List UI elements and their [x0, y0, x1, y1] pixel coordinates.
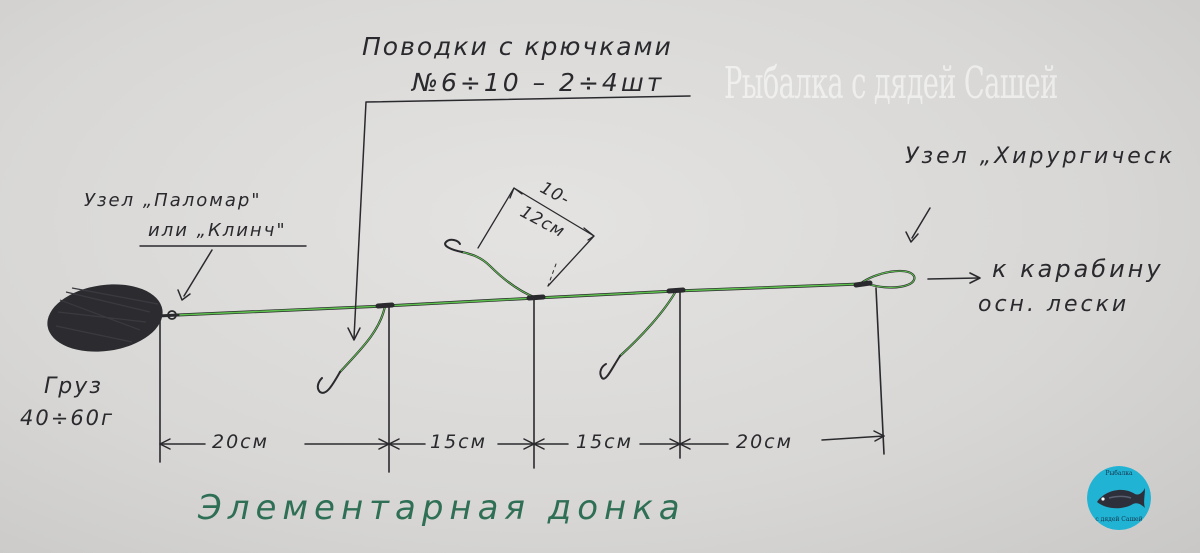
hooks-label-line1: Поводки с крючками [362, 32, 673, 61]
hooks-label-line2: №6÷10 – 2÷4шт [412, 68, 665, 97]
carabiner-arrow [927, 277, 979, 280]
channel-logo: Рыбалка с дядей Сашей [1087, 466, 1151, 530]
knot-2 [526, 294, 546, 301]
leader-length-line [477, 187, 595, 287]
distance-label-3: 15см [576, 431, 633, 453]
watermark: Рыбалка с дядей Сашей [724, 58, 1058, 109]
dim-line-4b [821, 435, 885, 441]
weight-eye [167, 310, 177, 320]
weight-label-line2: 40÷60г [20, 406, 115, 430]
knot-left-label-line2: или „Клинч" [148, 220, 287, 241]
tick-4 [875, 287, 885, 455]
distance-label-4: 20см [736, 431, 793, 453]
distance-label-1: 20см [212, 431, 269, 453]
hook-2 [444, 238, 463, 253]
leader-3 [618, 289, 678, 358]
main-line-label: осн. лески [978, 292, 1130, 317]
sinker-weight [47, 284, 163, 352]
hooks-pointer [353, 95, 691, 339]
knot-4 [853, 280, 873, 288]
to-carabiner-label: к карабину [992, 255, 1164, 283]
knot-left-label-line1: Узел „Паломар" [84, 190, 262, 211]
knot-1 [375, 302, 395, 309]
diagram-title: Элементарная донка [198, 488, 686, 528]
hook-3 [599, 355, 621, 380]
knot-right-label: Узел „Хирургическ [905, 144, 1176, 169]
logo-caption-top: Рыбалка [1105, 470, 1133, 477]
hook-1 [316, 371, 341, 394]
fish-icon [1087, 466, 1151, 530]
knot-right-pointer [911, 207, 931, 239]
weight-label-line1: Груз [44, 374, 103, 399]
knot-3 [666, 287, 686, 294]
logo-caption-bottom: с дядей Сашей [1095, 516, 1143, 523]
distance-label-2: 15см [430, 431, 487, 453]
leader-1 [338, 304, 387, 374]
